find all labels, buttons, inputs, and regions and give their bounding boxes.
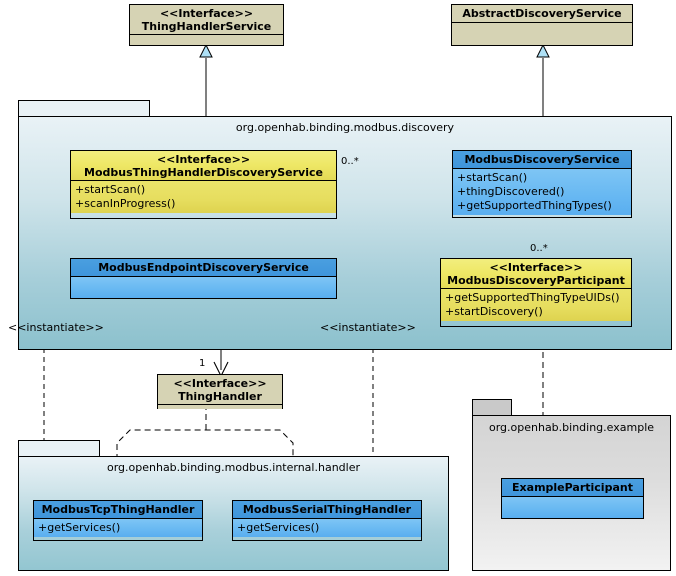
class-member: +getSupportedThingTypeUIDs()	[445, 291, 620, 304]
class-member: +getServices()	[237, 521, 320, 534]
class-modbus-serial-thing-handler[interactable]: ModbusSerialThingHandler +getServices()	[232, 500, 422, 541]
multiplicity-thing-handler: 1	[199, 358, 206, 369]
class-header: ModbusTcpThingHandler	[34, 501, 202, 519]
class-member: +startScan()	[75, 183, 146, 196]
stereotype-instantiate-right: <<instantiate>>	[320, 321, 416, 334]
class-name: ThingHandler	[178, 390, 262, 403]
class-modbus-discovery-service[interactable]: ModbusDiscoveryService +startScan() +thi…	[452, 150, 632, 218]
class-modbus-tcp-thing-handler[interactable]: ModbusTcpThingHandler +getServices()	[33, 500, 203, 541]
class-member: +startScan()	[457, 171, 528, 184]
class-header: ExampleParticipant	[502, 479, 643, 497]
class-name: ModbusThingHandlerDiscoveryService	[84, 166, 323, 179]
class-members: +getServices()	[233, 519, 421, 537]
class-name: ThingHandlerService	[141, 20, 272, 33]
package-tab-handler	[18, 440, 100, 456]
class-thing-handler[interactable]: <<Interface>> ThingHandler	[157, 374, 283, 409]
class-name: ModbusTcpThingHandler	[41, 503, 195, 516]
class-stereotype: <<Interface>>	[156, 153, 251, 166]
class-member: +startDiscovery()	[445, 305, 543, 318]
class-members: +startScan() +scanInProgress()	[71, 181, 336, 213]
class-members: +startScan() +thingDiscovered() +getSupp…	[453, 169, 631, 215]
class-header: <<Interface>> ThingHandler	[158, 375, 282, 405]
class-members	[452, 23, 632, 45]
class-example-participant[interactable]: ExampleParticipant	[501, 478, 644, 519]
package-label-example: org.openhab.binding.example	[488, 421, 655, 434]
class-name: ModbusEndpointDiscoveryService	[98, 261, 309, 274]
class-name: ExampleParticipant	[512, 481, 633, 494]
stereotype-instantiate-left: <<instantiate>>	[8, 321, 104, 334]
class-modbus-thing-handler-discovery-service[interactable]: <<Interface>> ModbusThingHandlerDiscover…	[70, 150, 337, 219]
class-members	[71, 277, 336, 298]
class-header: <<Interface>> ModbusDiscoveryParticipant	[441, 259, 631, 289]
class-header: ModbusEndpointDiscoveryService	[71, 259, 336, 277]
class-stereotype: <<Interface>>	[173, 377, 267, 390]
package-tab-example	[472, 399, 512, 415]
class-member: +getSupportedThingTypes()	[457, 199, 612, 212]
class-name: ModbusDiscoveryParticipant	[447, 274, 625, 287]
class-members: +getServices()	[34, 519, 202, 537]
class-members	[158, 405, 282, 409]
class-member: +getServices()	[38, 521, 121, 534]
class-members: +getSupportedThingTypeUIDs() +startDisco…	[441, 289, 631, 321]
class-header: AbstractDiscoveryService	[452, 5, 632, 23]
class-modbus-endpoint-discovery-service[interactable]: ModbusEndpointDiscoveryService	[70, 258, 337, 299]
multiplicity-discovery-participant: 0..*	[530, 243, 548, 254]
class-header: <<Interface>> ModbusThingHandlerDiscover…	[71, 151, 336, 181]
class-abstract-discovery-service[interactable]: AbstractDiscoveryService	[451, 4, 633, 46]
class-name: AbstractDiscoveryService	[462, 7, 622, 20]
class-stereotype: <<Interface>>	[159, 7, 254, 20]
package-label-discovery: org.openhab.binding.modbus.discovery	[235, 121, 455, 134]
class-header: <<Interface>> ThingHandlerService	[130, 5, 283, 35]
multiplicity-thing-handler-discovery-service: 0..*	[341, 156, 359, 167]
class-header: ModbusDiscoveryService	[453, 151, 631, 169]
class-stereotype: <<Interface>>	[489, 261, 583, 274]
class-member: +scanInProgress()	[75, 197, 176, 210]
class-members	[502, 497, 643, 518]
package-tab-discovery	[18, 100, 150, 116]
package-label-handler: org.openhab.binding.modbus.internal.hand…	[106, 461, 360, 474]
class-modbus-discovery-participant[interactable]: <<Interface>> ModbusDiscoveryParticipant…	[440, 258, 632, 327]
class-thing-handler-service[interactable]: <<Interface>> ThingHandlerService	[129, 4, 284, 46]
class-name: ModbusDiscoveryService	[464, 153, 620, 166]
class-member: +thingDiscovered()	[457, 185, 565, 198]
class-name: ModbusSerialThingHandler	[242, 503, 412, 516]
class-header: ModbusSerialThingHandler	[233, 501, 421, 519]
class-members	[130, 35, 283, 45]
